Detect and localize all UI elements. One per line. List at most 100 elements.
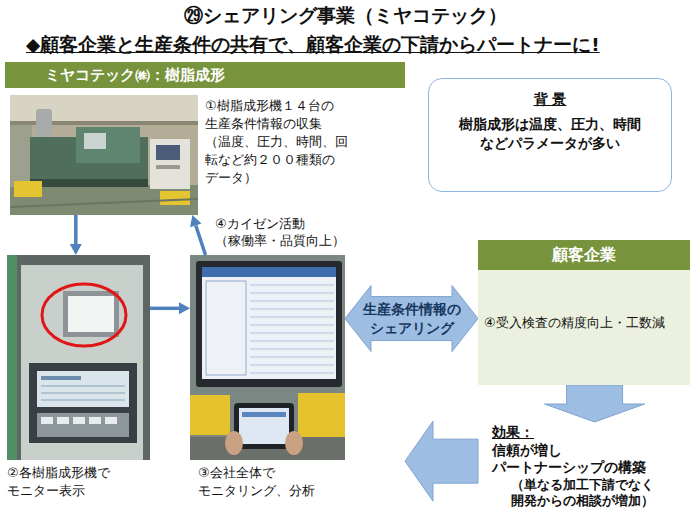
effect-note: （単なる加工下請でなく 開発からの相談が増加） bbox=[478, 477, 686, 510]
photo-detail bbox=[73, 417, 85, 424]
photo-detail bbox=[250, 341, 334, 342]
effect-body: 信頼が増し パートナーシップの構築 bbox=[478, 442, 686, 477]
photo-detail bbox=[7, 255, 17, 460]
photo-detail bbox=[190, 395, 230, 435]
photo-detail bbox=[250, 293, 334, 294]
photo-detail bbox=[84, 133, 106, 149]
photo-detail bbox=[250, 285, 334, 286]
connector bbox=[405, 421, 478, 501]
connector bbox=[190, 215, 205, 255]
photo-detail bbox=[156, 145, 180, 160]
photo-detail bbox=[250, 333, 334, 334]
arrow-line bbox=[150, 307, 179, 311]
photo-detail bbox=[14, 181, 42, 197]
arrow-head bbox=[179, 302, 190, 314]
machine-photo bbox=[10, 95, 198, 215]
photo-detail bbox=[206, 281, 246, 375]
photo-detail bbox=[202, 267, 336, 277]
analysis-photo bbox=[190, 255, 345, 460]
company-panel: ミヤコテック㈱：樹脂成形 ①樹脂成形機１４台の 生産条件情報の収集 （温度、圧力、… bbox=[5, 62, 405, 524]
edge-label: 生産条件情報の シェアリング bbox=[361, 300, 463, 336]
photo-detail bbox=[105, 417, 117, 424]
photo-detail bbox=[7, 255, 150, 460]
customer-box: 顧客企業 ④受入検査の精度向上・工数減 bbox=[478, 240, 690, 385]
photo-detail bbox=[68, 296, 114, 332]
photo-detail bbox=[30, 179, 148, 187]
box-heading: 顧客企業 bbox=[478, 240, 690, 270]
photo-detail bbox=[37, 371, 129, 407]
photo-detail bbox=[29, 363, 137, 443]
photo-detail bbox=[57, 417, 69, 424]
photo-frame: ③会社全体で モニタリング、分析 bbox=[190, 255, 345, 460]
page-title: ㉙シェアリング事業（ミヤコテック） bbox=[0, 3, 690, 27]
photo-detail bbox=[250, 349, 334, 350]
connector bbox=[70, 215, 82, 255]
photo-detail bbox=[160, 191, 190, 205]
step-caption: ①樹脂成形機１４台の 生産条件情報の収集 （温度、圧力、時間、回 転など約２００… bbox=[205, 97, 351, 187]
photo-detail bbox=[150, 139, 190, 189]
photo-detail bbox=[250, 301, 334, 302]
photo-detail bbox=[63, 291, 119, 337]
box-heading: 背 景 bbox=[429, 91, 671, 109]
photo-detail bbox=[10, 95, 198, 215]
photo-detail bbox=[225, 431, 243, 455]
photo-detail bbox=[76, 127, 140, 163]
label-holder: ④カイゼン活動 （稼働率・品質向上） bbox=[215, 216, 349, 250]
arrow-line bbox=[196, 225, 206, 255]
photo-detail bbox=[250, 365, 334, 366]
background-box: 背 景樹脂成形は温度、圧力、時間 などパラメータが多い bbox=[428, 78, 672, 192]
step-caption: ③会社全体で モニタリング、分析 bbox=[198, 464, 323, 500]
block-arrow bbox=[545, 385, 645, 422]
photo-frame: ①樹脂成形機１４台の 生産条件情報の収集 （温度、圧力、時間、回 転など約２００… bbox=[10, 95, 198, 215]
panel-header: ミヤコテック㈱：樹脂成形 bbox=[5, 62, 405, 88]
photo-detail bbox=[250, 373, 334, 374]
photo-detail bbox=[10, 125, 32, 187]
photo-detail bbox=[156, 165, 180, 169]
photo-detail bbox=[41, 400, 125, 401]
photo-detail bbox=[37, 413, 129, 437]
edge-label: ④カイゼン活動 （稼働率・品質向上） bbox=[215, 216, 349, 250]
arrow-head bbox=[70, 244, 82, 255]
photo-detail bbox=[41, 376, 81, 380]
photo-detail bbox=[250, 325, 334, 326]
photo-detail bbox=[285, 431, 303, 455]
arrow-head bbox=[190, 215, 201, 227]
connector bbox=[545, 385, 645, 422]
photo-detail bbox=[239, 408, 289, 444]
photo-detail bbox=[41, 386, 125, 387]
connector bbox=[345, 286, 478, 352]
monitor-photo bbox=[7, 255, 150, 460]
photo-detail bbox=[89, 417, 101, 424]
photo-detail bbox=[190, 255, 345, 460]
title-holder: ㉙シェアリング事業（ミヤコテック） bbox=[0, 3, 690, 27]
connector bbox=[150, 302, 190, 314]
panel-fill bbox=[5, 62, 405, 524]
arrow-line bbox=[74, 215, 78, 244]
label-holder: ◆顧客企業と生産条件の共有で、顧客企業の下請からパートナーに! bbox=[26, 33, 600, 57]
effect-heading: 効果： bbox=[478, 424, 686, 442]
photo-detail bbox=[250, 357, 334, 358]
block-arrow bbox=[405, 421, 478, 501]
label-holder: 生産条件情報の シェアリング bbox=[361, 300, 463, 336]
photo-detail bbox=[202, 267, 336, 379]
subtitle: ◆顧客企業と生産条件の共有で、顧客企業の下請からパートナーに! bbox=[26, 33, 600, 57]
photo-detail bbox=[242, 412, 286, 417]
photo-frame: ②各樹脂成形機で モニター表示 bbox=[7, 255, 150, 460]
step-caption: ②各樹脂成形機で モニター表示 bbox=[7, 464, 119, 500]
photo-detail bbox=[41, 417, 53, 424]
photo-detail bbox=[21, 265, 143, 460]
box-body: ④受入検査の精度向上・工数減 bbox=[478, 314, 690, 332]
effect-box: 効果：信頼が増し パートナーシップの構築（単なる加工下請でなく 開発からの相談が… bbox=[478, 422, 686, 509]
photo-detail bbox=[36, 109, 52, 139]
photo-detail bbox=[250, 317, 334, 318]
photo-detail bbox=[250, 309, 334, 310]
photo-detail bbox=[41, 393, 125, 394]
box-body: 樹脂成形は温度、圧力、時間 などパラメータが多い bbox=[452, 115, 648, 153]
photo-detail bbox=[10, 199, 198, 207]
photo-detail bbox=[234, 403, 294, 449]
photo-detail bbox=[42, 284, 126, 346]
photo-detail bbox=[298, 393, 345, 437]
block-arrow bbox=[345, 286, 478, 352]
photo-detail bbox=[196, 261, 342, 387]
